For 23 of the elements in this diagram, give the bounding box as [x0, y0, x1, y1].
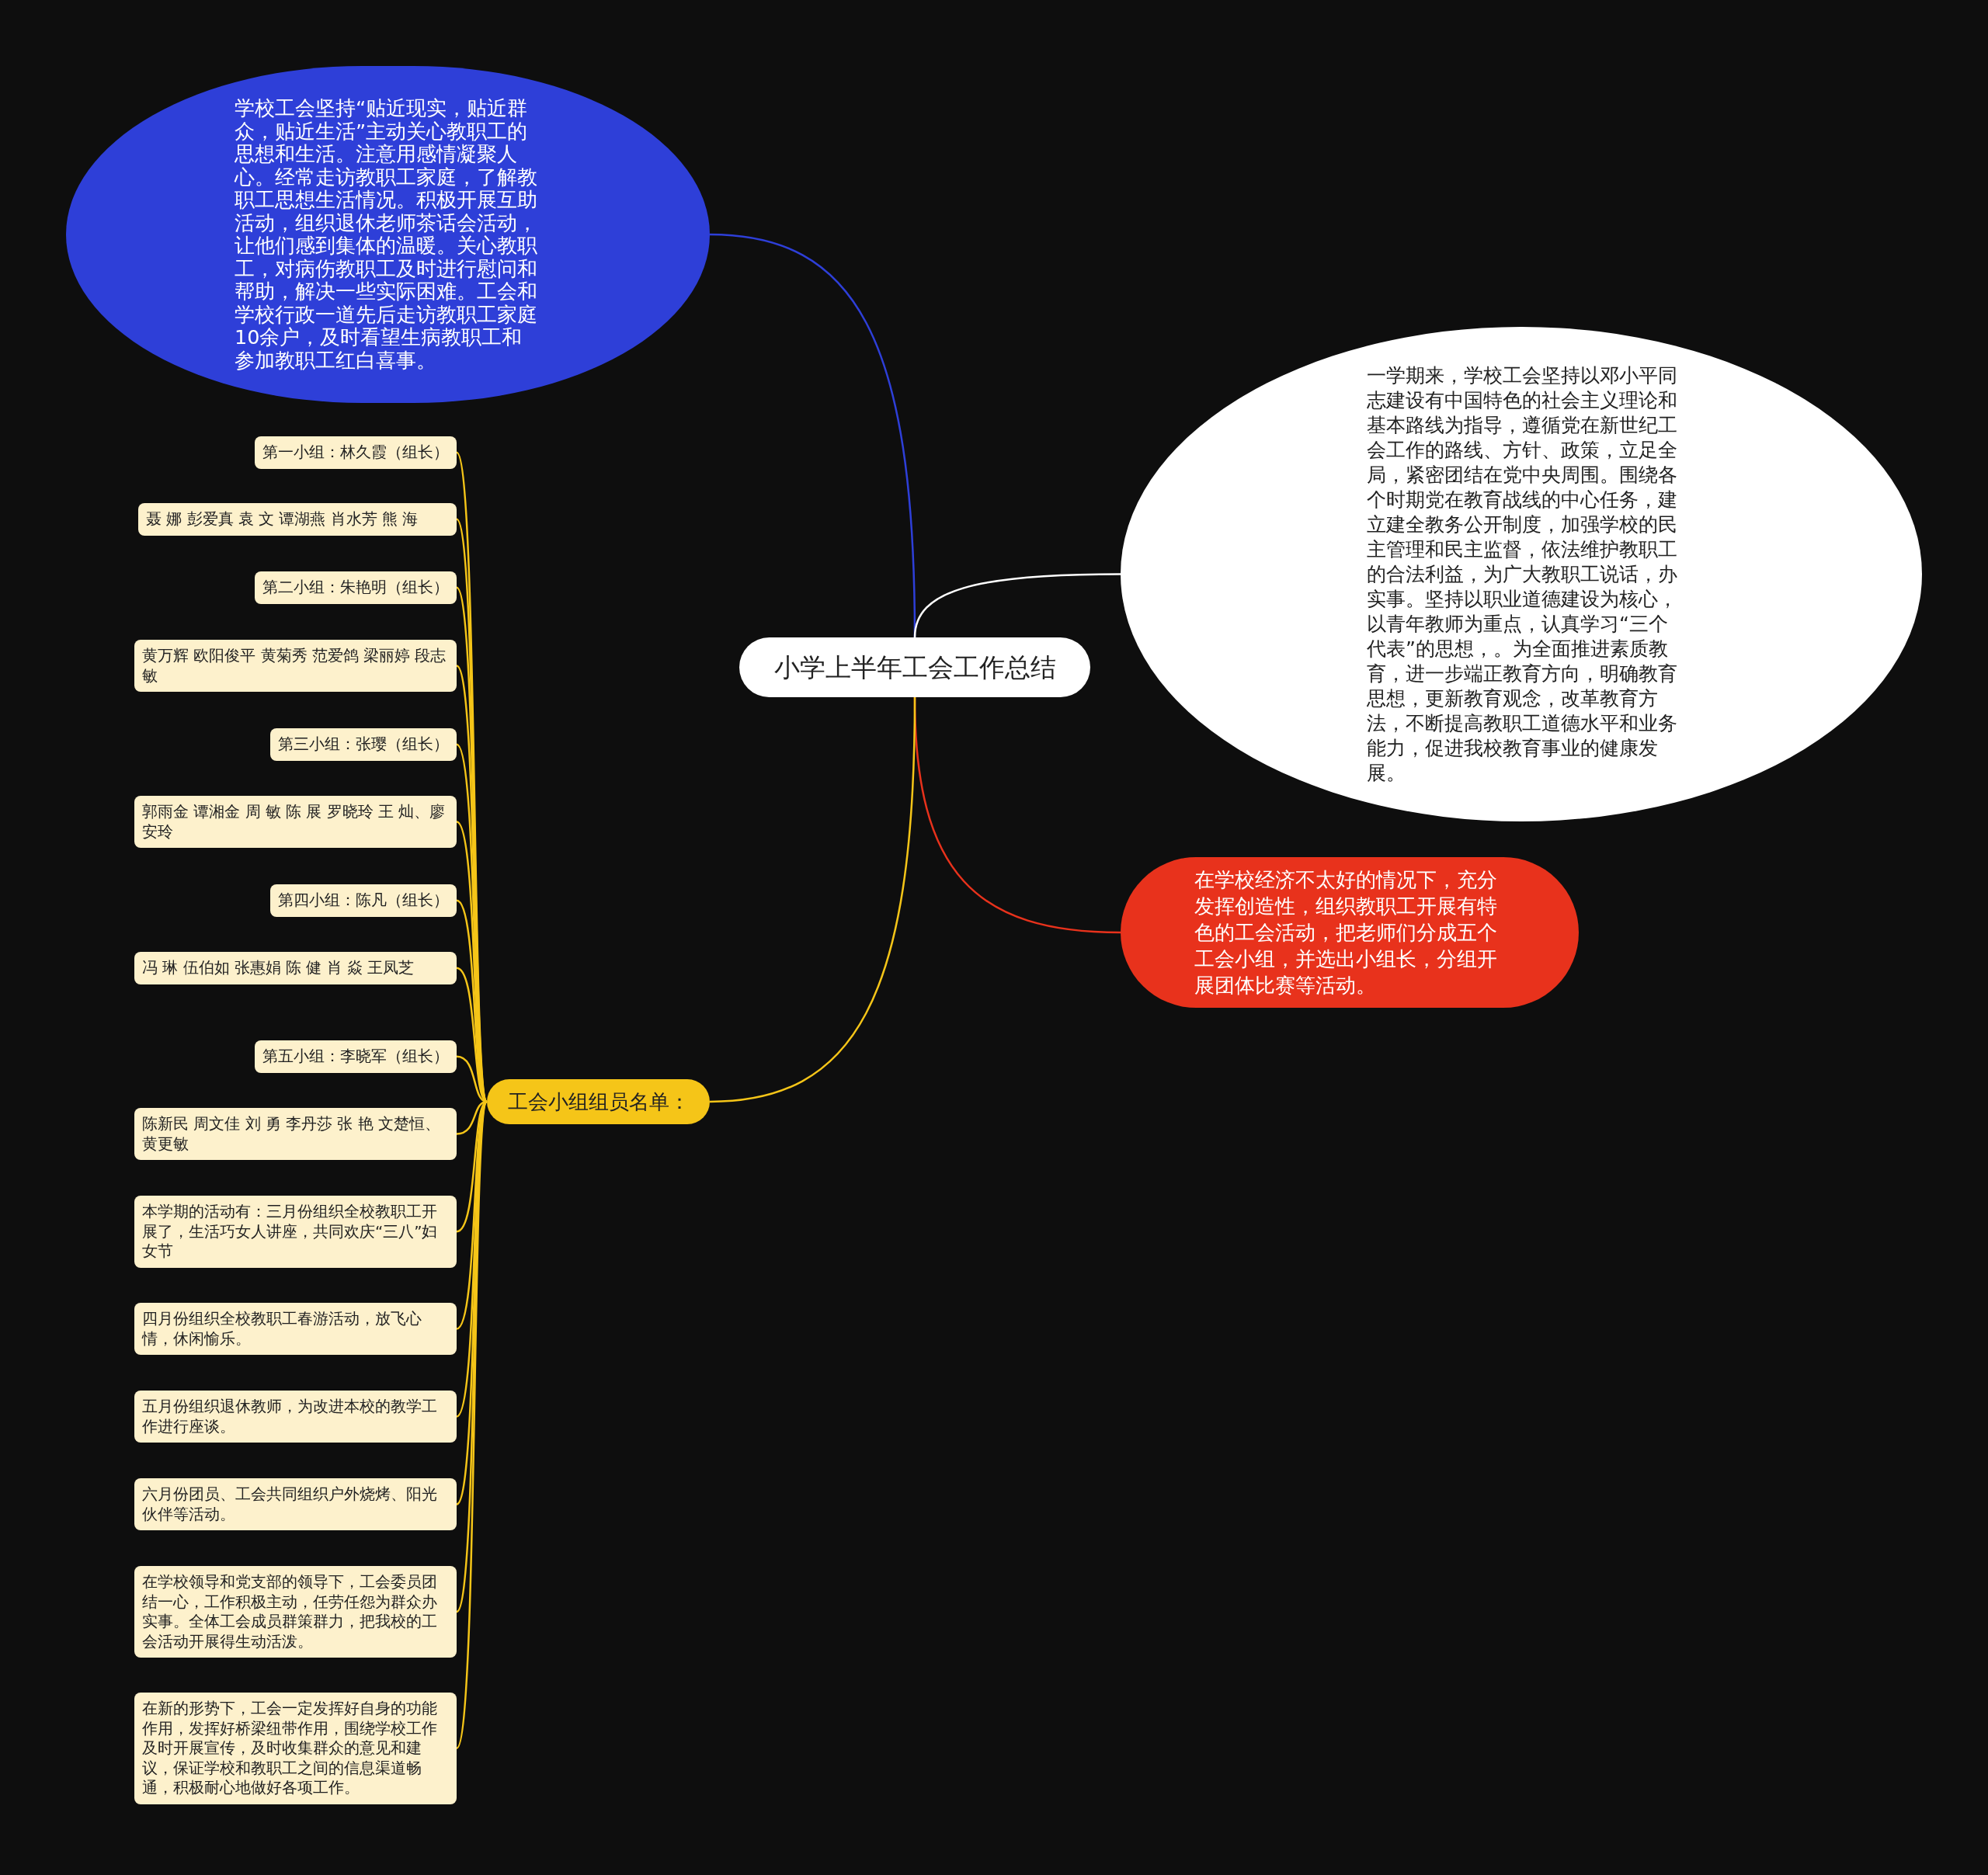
text-box: 本学期的活动有：三月份组织全校教职工开展了，生活巧女人讲座，共同欢庆“三八”妇女节: [134, 1196, 457, 1268]
text-box: 黄万辉 欧阳俊平 黄菊秀 范爱鸽 梁丽婷 段志敏: [134, 640, 457, 692]
topic-bubble: 学校工会坚持“贴近现实，贴近群众，贴近生活”主动关心教职工的思想和生活。注意用感情凝聚人心。经常走访教职工家庭，了解教职工思想生活情况。积极开展互助活动，组织退休老师茶话会活动，让他们感到集体的温暖。关心教职工，对病伤教职工及时进行慰问和帮助，解决一些实际困难。工会和学校行政一道先后走访教职工家庭10余户，及时看望生病教职工和参加教职工红白喜事。: [66, 66, 710, 403]
text-box: 第四小组：陈凡（组长）: [270, 884, 457, 917]
connector-line: [709, 696, 916, 1103]
connector-line: [913, 573, 1121, 638]
text-box: 第五小组：李晓军（组长）: [255, 1040, 457, 1073]
text-box: 五月份组织退休教师，为改进本校的教学工作进行座谈。: [134, 1391, 457, 1443]
root-topic: 小学上半年工会工作总结: [739, 637, 1090, 697]
topic-bubble: 一学期来，学校工会坚持以邓小平同志建设有中国特色的社会主义理论和基本路线为指导，遵循党在新世纪工会工作的路线、方针、政策，立足全局，紧密团结在党中央周围。围绕各个时期党在教育战线的中心任务，建立建全教务公开制度，加强学校的民主管理和民主监督，依法维护教职工的合法利益，为广大教职工说话，办实事。坚持以职业道德建设为核心，以青年教师为重点，认真学习“三个代表”的思想，。为全面推进素质教育，进一步端正教育方向，明确教育思想，更新教育观念，改革教育方法，不断提高教职工道德水平和业务能力，促进我校教育事业的健康发展。: [1121, 327, 1922, 821]
topic-bubble: 在学校经济不太好的情况下，充分发挥创造性，组织教职工开展有特色的工会活动，把老师们分成五个工会小组，并选出小组长，分组开展团体比赛等活动。: [1121, 857, 1579, 1008]
text-box: 在新的形势下，工会一定发挥好自身的功能作用，发挥好桥梁纽带作用，围绕学校工作及时开展宣传，及时收集群众的意见和建议，保证学校和教职工之间的信息渠道畅通，积极耐心地做好各项工作。: [134, 1693, 457, 1804]
text-box: 四月份组织全校教职工春游活动，放飞心情，休闲愉乐。: [134, 1303, 457, 1355]
text-box: 第一小组：林久霞（组长）: [255, 436, 457, 469]
text-box: 陈新民 周文佳 刘 勇 李丹莎 张 艳 文楚恒、黄更敏: [134, 1108, 457, 1160]
text-box: 第三小组：张璎（组长）: [270, 728, 457, 761]
text-box: 六月份团员、工会共同组织户外烧烤、阳光伙伴等活动。: [134, 1478, 457, 1530]
text-box: 郭雨金 谭湘金 周 敏 陈 展 罗晓玲 王 灿、廖安玲: [134, 796, 457, 848]
text-box: 在学校领导和党支部的领导下，工会委员团结一心，工作积极主动，任劳任怨为群众办实事。全体工会成员群策群力，把我校的工会活动开展得生动活泼。: [134, 1566, 457, 1658]
text-box: 冯 琳 伍伯如 张惠娟 陈 健 肖 焱 王凤芝: [134, 952, 457, 984]
branch-topic: 工会小组组员名单：: [487, 1079, 710, 1124]
text-box: 第二小组：朱艳明（组长）: [255, 571, 457, 604]
text-box: 聂 娜 彭爱真 袁 文 谭湖燕 肖水芳 熊 海: [138, 503, 457, 536]
